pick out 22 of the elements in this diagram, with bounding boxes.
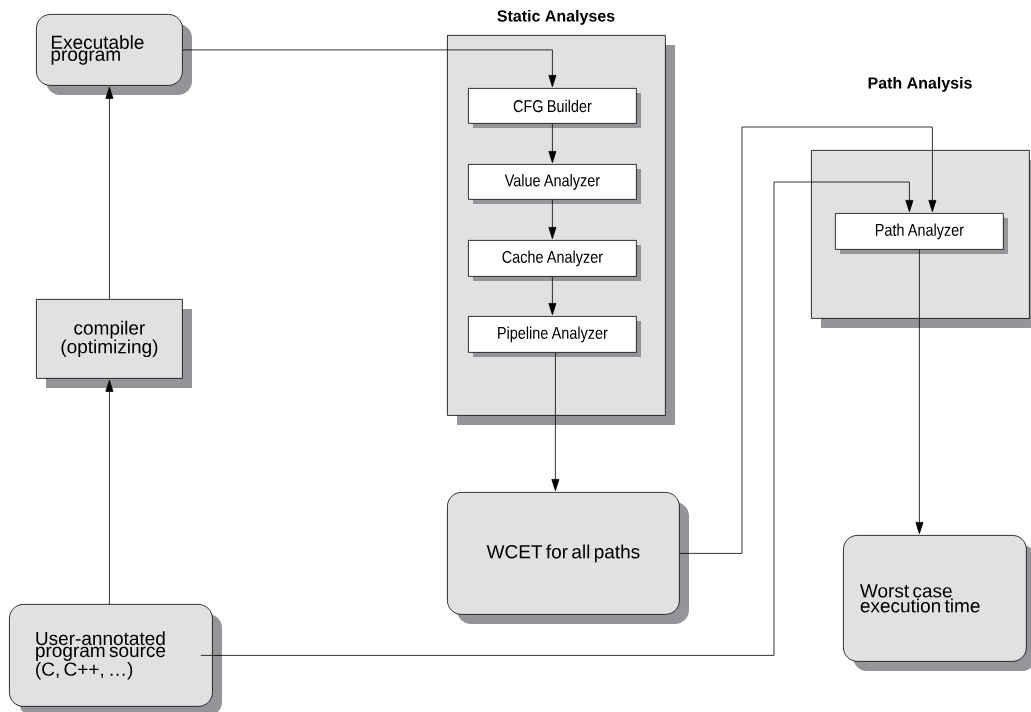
arrow [105,86,114,300]
process-box: compiler (optimizing) [36,299,192,388]
process-box: Path Analyzer [835,213,1008,254]
arrow [551,352,560,492]
arrow [182,49,557,88]
process-box: CFG Builder [468,88,641,128]
arrow [200,181,914,656]
rounded-box: Executable program [36,14,192,95]
rounded-box: WCET for all paths [447,492,689,624]
rounded-box: Worst case execution time [843,535,1031,671]
arrow [915,249,924,535]
arrow [548,123,557,164]
arrow [548,276,557,316]
node-label: Path Analysis [868,76,972,92]
rounded-box: User-annotated program source (C, C++, …) [9,604,222,712]
process-box: Value Analyzer [468,164,641,204]
arrow [548,199,557,240]
arrow [679,126,937,554]
arrow [105,379,114,605]
process-box: Pipeline Analyzer [468,316,641,357]
node-label: Static Analyses [497,9,615,25]
process-box: Cache Analyzer [468,240,641,281]
